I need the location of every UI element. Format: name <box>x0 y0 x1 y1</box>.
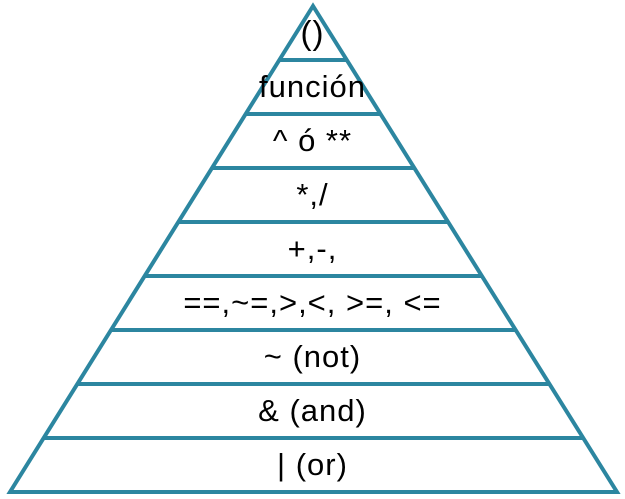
pyramid-level-3-label: ^ ó ** <box>272 123 353 158</box>
pyramid-level-8-label: & (and) <box>258 393 367 428</box>
pyramid-level-5-label: +,-, <box>287 231 338 266</box>
pyramid-outline <box>6 2 621 494</box>
pyramid-level-1-label: () <box>300 14 325 51</box>
pyramid-level-9-label: | (or) <box>277 447 348 482</box>
pyramid-level-6-label: ==,~=,>,<, >=, <= <box>183 285 442 320</box>
pyramid-level-4-label: *,/ <box>296 177 329 212</box>
pyramid-level-7-label: ~ (not) <box>263 339 362 374</box>
pyramid-level-2-label: función <box>259 69 366 104</box>
